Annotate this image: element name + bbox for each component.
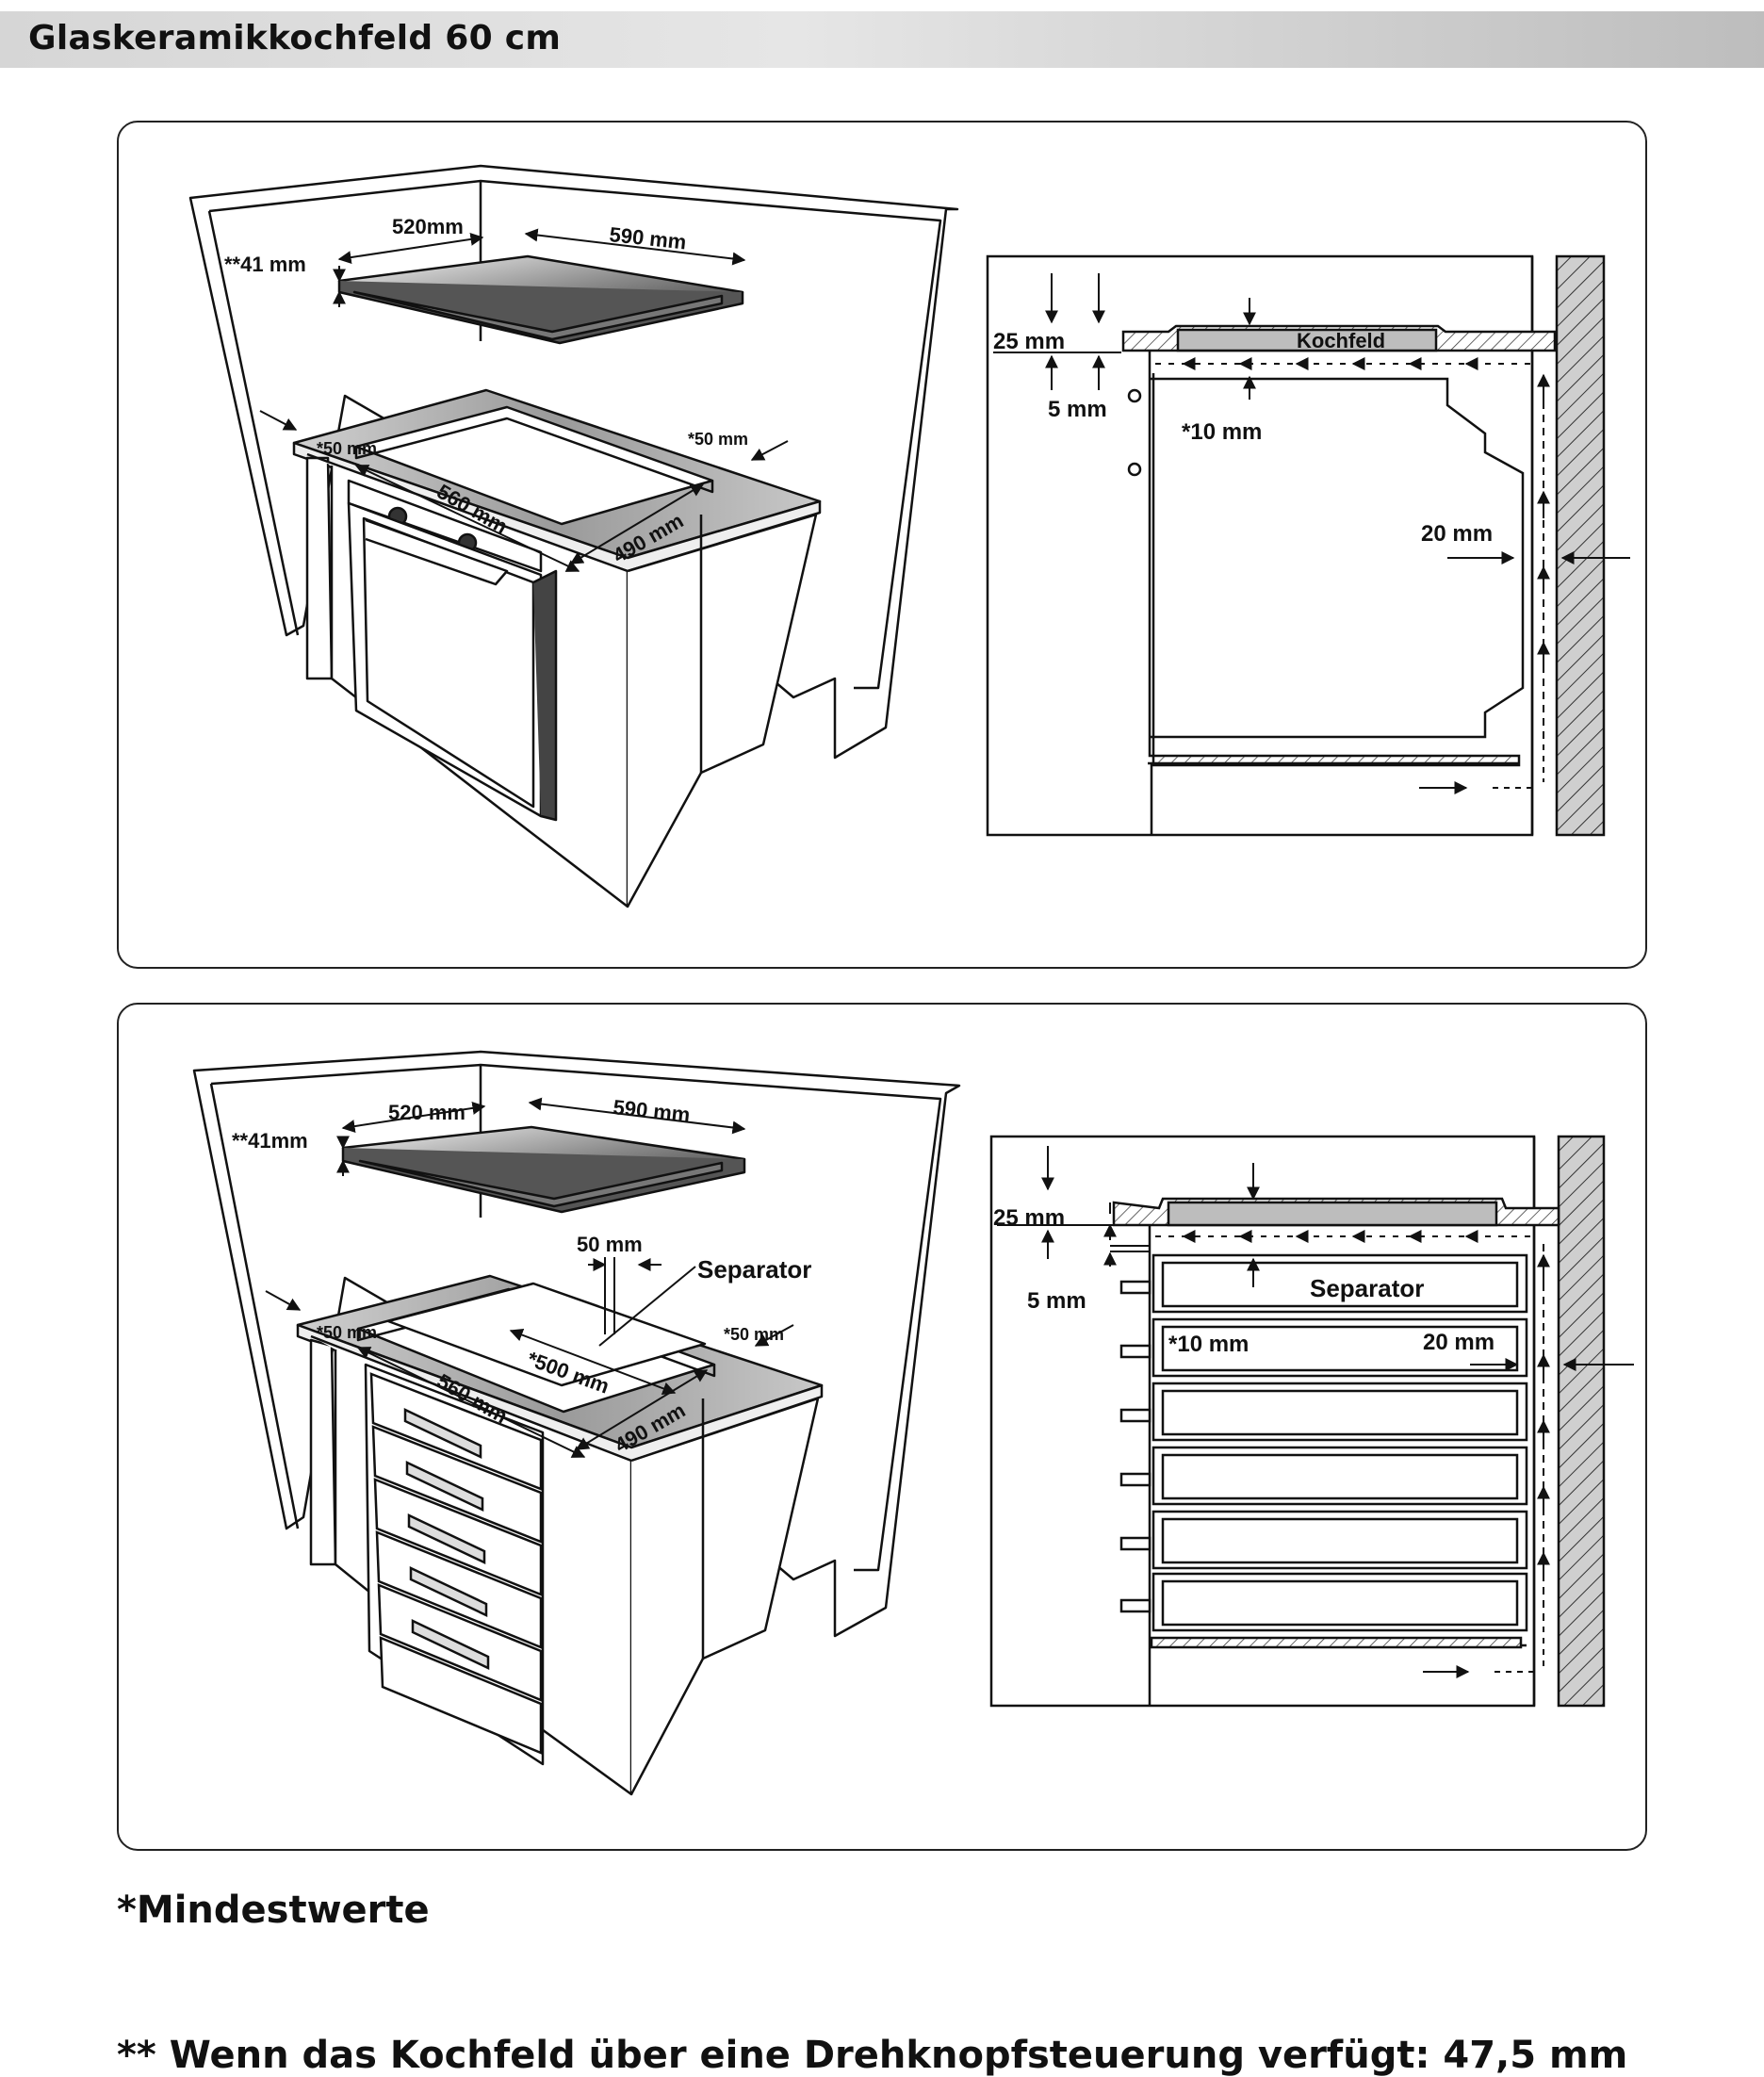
installation-panel-drawers: 520 mm 590 mm **41mm 50 mm Separator *50… xyxy=(117,1003,1647,1851)
section-airflow xyxy=(997,1146,1634,1678)
iso-drawing xyxy=(188,164,959,908)
footnote-knob-control: ** Wenn das Kochfeld über eine Drehknopf… xyxy=(117,2034,1628,2077)
section-drawing xyxy=(986,254,1606,837)
dim-hob-depth: 520 mm xyxy=(388,1101,466,1124)
page-header: Glaskeramikkochfeld 60 cm xyxy=(0,11,1764,68)
dim-gap-left: *50 mm xyxy=(317,439,377,458)
installation-panel-oven: 520mm 590 mm **41 mm *50 mm *50 mm 560 m… xyxy=(117,121,1647,969)
page-title: Glaskeramikkochfeld 60 cm xyxy=(28,19,562,57)
dim-hob-depth: 520mm xyxy=(392,215,464,238)
section-labels: 25 mm 5 mm Separator *10 mm 20 mm xyxy=(993,1205,1494,1357)
section-airflow xyxy=(993,273,1630,794)
drawer-fronts xyxy=(369,1372,543,1755)
dim-hob-height: **41mm xyxy=(232,1129,308,1153)
dim-gap-left: *50 mm xyxy=(317,1323,377,1342)
footnote-minimum-values: *Mindestwerte xyxy=(117,1889,430,1932)
dim-top-gap: 25 mm xyxy=(993,1205,1065,1231)
iso-dimensions xyxy=(259,228,789,572)
dim-back-gap: 20 mm xyxy=(1421,521,1493,547)
iso-drawing xyxy=(192,1050,961,1796)
dim-hob-height: **41 mm xyxy=(224,253,306,276)
dim-under-gap: *10 mm xyxy=(1168,1332,1249,1357)
dim-top-gap: 25 mm xyxy=(993,329,1065,354)
dim-gap-right: *50 mm xyxy=(724,1325,784,1344)
dim-gap-right: *50 mm xyxy=(688,430,748,449)
dim-back-gap: 20 mm xyxy=(1423,1330,1494,1355)
dim-side-gap: 5 mm xyxy=(1048,397,1107,422)
separator-label: Separator xyxy=(1310,1274,1424,1302)
dim-side-gap: 5 mm xyxy=(1027,1288,1086,1314)
section-drawing xyxy=(989,1135,1606,1708)
separator-label: Separator xyxy=(697,1255,811,1284)
hob-label: Kochfeld xyxy=(1297,329,1385,352)
iso-dimensions xyxy=(265,1097,794,1458)
dim-under-gap: *10 mm xyxy=(1182,419,1262,445)
section-labels: 25 mm 5 mm *10 mm 20 mm Kochfeld xyxy=(993,329,1493,547)
dim-separator-gap: 50 mm xyxy=(577,1233,643,1256)
